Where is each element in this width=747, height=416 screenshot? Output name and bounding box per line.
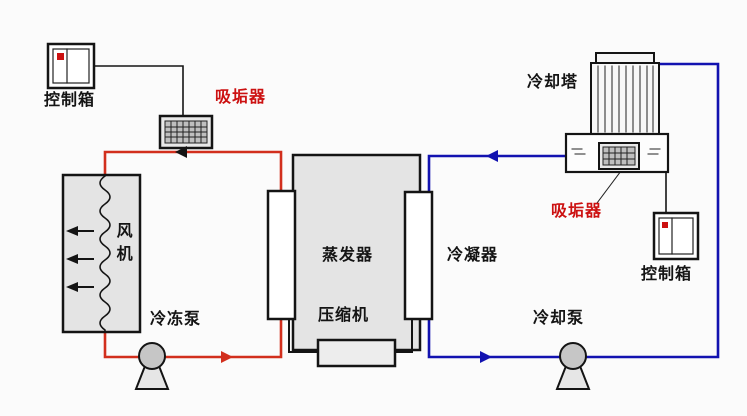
control-box-right-icon [652,211,700,261]
control-box-left-label: 控制箱 [44,90,96,109]
descaler-pointer-line [596,170,622,204]
descaler-top-label: 吸垢器 [215,87,267,106]
arrow-right-bottom-blue-line [480,351,492,363]
compressor-connectors [288,318,413,353]
compressor-box [316,338,397,368]
descaler-top-device [158,114,214,150]
evaporator-label: 蒸发器 [322,245,374,264]
compressor-label: 压缩机 [318,305,370,324]
fan-coil [99,174,111,332]
cooling-pump-icon [555,342,591,390]
arrow-left-top-red-line [175,146,187,158]
water-level-marks [571,148,661,155]
control-box-right-label: 控制箱 [641,264,693,283]
control-box-left-icon [46,42,96,90]
cooling-water-loop [427,62,720,359]
fan-airflow-arrows [66,226,94,292]
cooling-tower-icon [590,52,660,136]
flow-arrows [175,146,498,363]
control-wire-left [93,65,184,117]
cooling-tower-label: 冷却塔 [527,72,579,91]
cooling-pump-label: 冷却泵 [533,308,585,327]
fan-label: 风机 [113,222,133,268]
chilled-pump-icon [134,342,170,390]
arrow-right-bottom-red-line [221,351,233,363]
chilled-water-loop [103,150,283,359]
condenser-label: 冷凝器 [447,245,499,264]
condenser-exchanger-bar [403,190,434,321]
chilled-pump-label: 冷冻泵 [150,309,202,328]
arrow-left-top-blue-line [486,150,498,162]
indicator-light [57,53,64,60]
evaporator-exchanger-bar [266,189,297,321]
descaler-basin-device [598,142,640,170]
fan-unit-box [61,173,142,334]
indicator-light [662,222,668,228]
descaler-basin-label: 吸垢器 [551,201,603,220]
